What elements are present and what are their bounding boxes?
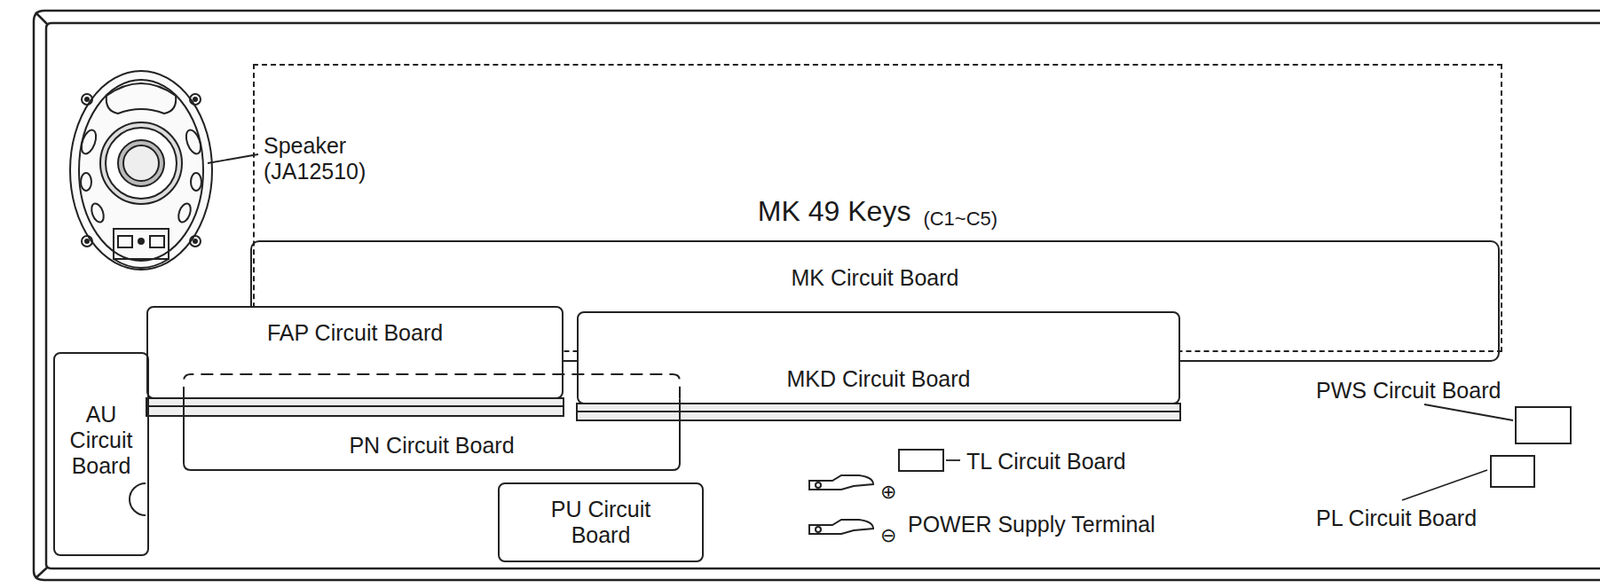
board-name: PL Circuit Board [1316, 505, 1477, 532]
board-name: PWS Circuit Board [1316, 378, 1501, 404]
power-terminal-lugs [809, 475, 874, 535]
circuit-board: MKD Circuit Board [576, 311, 1181, 405]
circuit-board: PN Circuit Board [181, 372, 682, 473]
leader-lines [207, 154, 1514, 501]
housing-frame [33, 10, 1600, 581]
small-circuit-board: PWS Circuit Board [1514, 406, 1572, 445]
small-circuit-board: TL Circuit Board [898, 449, 945, 473]
circuit-board: PU Circuit Board [497, 482, 704, 563]
circuit-board: FAP Circuit Board [146, 306, 564, 400]
board-name: AU Circuit Board [60, 401, 142, 480]
polarity-symbol: ⊖ [880, 522, 897, 549]
speaker-illustration [70, 70, 213, 270]
circuit-board: AU Circuit Board [53, 352, 150, 557]
board-name: PN Circuit Board [348, 433, 514, 459]
board-name: MKD Circuit Board [787, 366, 971, 393]
polarity-symbol: ⊕ [880, 479, 897, 505]
key-range: (C1~C5) [922, 205, 998, 232]
small-circuit-board: PL Circuit Board [1489, 455, 1536, 489]
au-notch [129, 483, 146, 516]
board-name: MK 49 Keys [757, 198, 912, 225]
terminal-label: POWER Supply Terminal [907, 512, 1156, 538]
board-name: TL Circuit Board [966, 449, 1127, 475]
part-label: Speaker (JA12510) [263, 133, 384, 185]
board-name: FAP Circuit Board [267, 320, 443, 347]
board-name: PU Circuit Board [529, 496, 672, 549]
board-name: MK Circuit Board [791, 265, 960, 292]
